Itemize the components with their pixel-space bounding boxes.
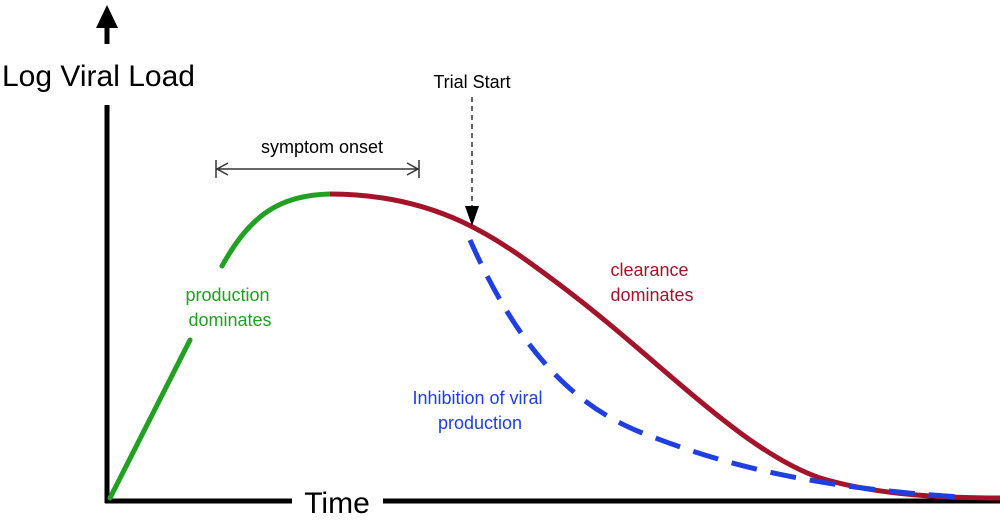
trial-start-label: Trial Start (433, 72, 510, 92)
production-label-line1: production (185, 285, 269, 305)
x-axis-label: Time (304, 487, 370, 520)
inhibition-label: Inhibition of viral production (412, 388, 547, 433)
clearance-label: clearance dominates (610, 260, 693, 305)
production-label-line2: dominates (188, 310, 271, 330)
clearance-label-line1: clearance (610, 260, 688, 280)
inhibition-label-line2: production (438, 413, 522, 433)
y-axis-label: Log Viral Load (2, 60, 195, 93)
inhibition-label-line1: Inhibition of viral (412, 388, 542, 408)
symptom-onset-right-arrowhead (406, 162, 420, 176)
symptom-onset-label: symptom onset (261, 137, 383, 157)
clearance-label-line2: dominates (610, 285, 693, 305)
symptom-onset-left-arrowhead (215, 162, 229, 176)
production-label: production dominates (185, 285, 274, 330)
clearance-curve (329, 191, 1000, 501)
y-axis-arrowhead (96, 5, 118, 28)
production-curve (107, 191, 333, 501)
inhibition-curve (467, 238, 961, 500)
trial-start-arrowhead (465, 206, 479, 226)
